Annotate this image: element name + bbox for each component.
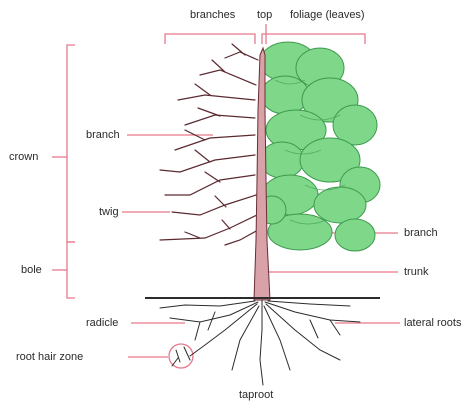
label-branch-left: branch <box>86 129 120 142</box>
branches <box>160 44 258 245</box>
foliage-canopy <box>258 42 380 251</box>
crown-bracket <box>67 45 75 242</box>
label-crown: crown <box>9 151 38 164</box>
label-top: top <box>257 9 272 22</box>
branches-brace <box>165 34 255 44</box>
label-branch-right: branch <box>404 227 438 240</box>
label-twig: twig <box>99 206 119 219</box>
roots <box>160 300 360 385</box>
label-branches: branches <box>190 9 235 22</box>
label-foliage: foliage (leaves) <box>290 9 365 22</box>
label-bole: bole <box>21 264 42 277</box>
label-taproot: taproot <box>239 389 273 402</box>
foliage-brace <box>262 34 365 44</box>
label-lateral-roots: lateral roots <box>404 317 461 330</box>
label-radicle: radicle <box>86 317 118 330</box>
label-root-hair-zone: root hair zone <box>16 351 83 364</box>
label-trunk: trunk <box>404 266 428 279</box>
bole-bracket <box>67 242 75 298</box>
